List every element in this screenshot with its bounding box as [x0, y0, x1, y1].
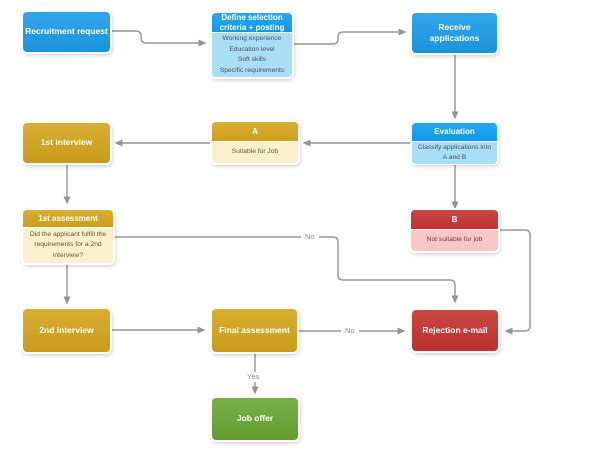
node-second-interview: 2nd interview: [23, 309, 110, 352]
arrow-b-to-rejection: [498, 229, 531, 335]
node-header: B: [411, 210, 498, 230]
node-final-assessment: Final assessment: [212, 309, 297, 352]
node-header: Evaluation: [412, 123, 497, 142]
edge-label-no-final: No: [341, 326, 359, 336]
node-label: Job offer: [236, 413, 274, 424]
criteria-item: Specific requirements: [219, 66, 285, 74]
node-header: A: [212, 122, 298, 142]
node-evaluation: Evaluation Classify applications into A …: [412, 123, 497, 165]
node-label: 2nd interview: [39, 324, 94, 335]
node-recruitment-request: Recruitment request: [23, 12, 110, 52]
edge-label-no-assessment: No: [301, 232, 319, 242]
node-label: Final assessment: [219, 324, 290, 335]
node-class-b: B Not suitable for job: [411, 210, 498, 251]
node-body: Working experience Education level Soft …: [212, 33, 292, 77]
criteria-item: Education level: [229, 45, 275, 53]
node-body: Did the applicant fulfill the requiremen…: [23, 228, 113, 263]
node-first-interview: 1st interview: [23, 123, 110, 163]
node-class-a: A Suitable for Job: [212, 122, 298, 163]
node-header: 1st assessment: [23, 210, 113, 228]
node-header: Define selection criteria + posting: [212, 13, 292, 33]
arrow-assessment-no-to-rejection: [113, 236, 459, 304]
arrow-define-to-receive: [292, 28, 407, 45]
node-label: 1st interview: [40, 137, 93, 148]
node-body: Suitable for Job: [212, 142, 298, 163]
node-rejection-email: Rejection e-mail: [412, 310, 498, 351]
node-body: Classify applications into A and B: [412, 142, 497, 165]
node-define-criteria: Define selection criteria + posting Work…: [212, 13, 292, 77]
arrow-recruitment-to-define: [110, 30, 207, 47]
criteria-item: Working experience: [222, 35, 282, 42]
node-first-assessment: 1st assessment Did the applicant fulfill…: [23, 210, 113, 263]
criteria-item: Soft skills: [237, 56, 267, 63]
node-job-offer: Job offer: [212, 398, 298, 440]
node-body: Not suitable for job: [411, 230, 498, 251]
node-receive-applications: Receive applications: [412, 13, 497, 53]
node-label: Receive applications: [429, 21, 480, 43]
node-label: Rejection e-mail: [422, 324, 488, 335]
edge-label-yes-final: Yes: [243, 372, 264, 382]
node-label: Recruitment request: [25, 26, 108, 37]
